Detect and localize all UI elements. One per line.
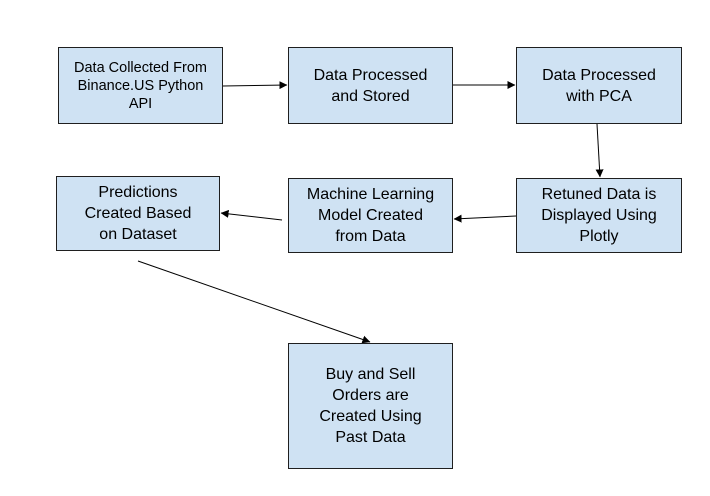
arrow-plotly-to-ml bbox=[453, 214, 517, 223]
node-data-processed-stored: Data Processed and Stored bbox=[288, 47, 453, 124]
node-data-collected: Data Collected From Binance.US Python AP… bbox=[58, 47, 223, 124]
node-predictions-created: Predictions Created Based on Dataset bbox=[56, 176, 220, 251]
arrow-collect-to-store bbox=[222, 81, 288, 90]
node-data-processed-pca: Data Processed with PCA bbox=[516, 47, 682, 124]
node-ml-model-created: Machine Learning Model Created from Data bbox=[288, 178, 453, 253]
arrow-ml-to-predictions bbox=[220, 209, 283, 221]
node-data-displayed-plotly: Retuned Data is Displayed Using Plotly bbox=[516, 178, 682, 253]
arrow-predictions-to-orders bbox=[137, 260, 371, 344]
node-buy-sell-orders: Buy and Sell Orders are Created Using Pa… bbox=[288, 343, 453, 469]
arrow-pca-to-plotly bbox=[595, 123, 604, 178]
